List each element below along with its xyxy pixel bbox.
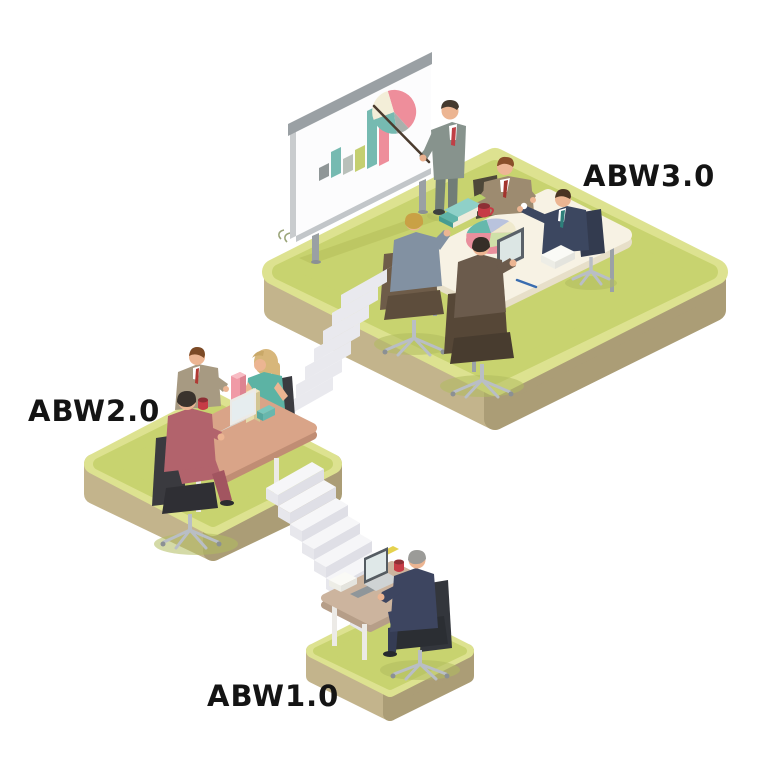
- abw1-mug: [394, 559, 404, 572]
- pointer-stick: [372, 104, 431, 164]
- abw2-teal-box: [257, 405, 275, 421]
- abw2-laptop: [217, 388, 256, 433]
- table-books: [439, 198, 482, 228]
- table-paper-stack: [541, 245, 575, 269]
- abw1-paper-stack: [329, 572, 357, 592]
- abw1-laptop: [364, 547, 400, 591]
- person-navy-worker: [377, 550, 460, 681]
- board-frame-top: [288, 52, 432, 136]
- person-darkbrown-suit: [440, 237, 524, 399]
- label-abw2: ABW2.0: [28, 394, 160, 428]
- abw2-mug: [198, 397, 208, 410]
- conference-scene: [374, 156, 632, 399]
- abw2-scene: [152, 347, 317, 555]
- table-mug: [478, 203, 494, 218]
- board-pie-chart: [372, 89, 417, 134]
- label-abw1: ABW1.0: [207, 679, 339, 713]
- staircase-upper: [287, 264, 396, 416]
- person-brown-suit: [466, 156, 536, 219]
- board-leg-right: [419, 179, 426, 213]
- person-maroon-suit: [152, 391, 238, 555]
- table-pen: [515, 278, 538, 289]
- board-side-edge: [290, 130, 296, 239]
- person-navy-suit: [517, 189, 617, 290]
- person-gray-suit: [374, 213, 454, 357]
- board-leg-left: [312, 233, 319, 263]
- board-floor-inset: [299, 213, 441, 264]
- label-abw3: ABW3.0: [583, 159, 715, 193]
- board-frame-bottom: [296, 168, 431, 242]
- abw1-scene: [321, 546, 460, 681]
- presentation-board: [288, 52, 432, 264]
- floor-squiggle-mark: [278, 229, 291, 243]
